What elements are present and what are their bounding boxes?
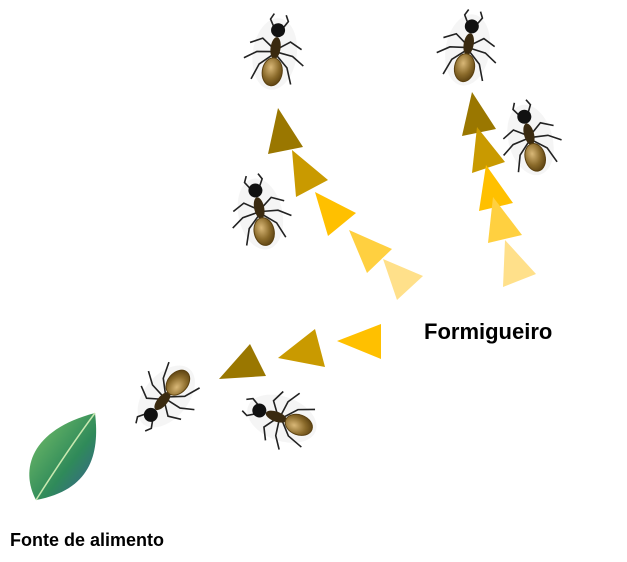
trail-right	[462, 92, 536, 287]
pheromone-triangle-icon	[383, 259, 423, 300]
pheromone-triangle-icon	[462, 92, 496, 136]
ant-icon	[431, 4, 505, 92]
nest-label: Formigueiro	[424, 319, 553, 344]
pheromone-triangle-icon	[268, 108, 303, 154]
food-source-label: Fonte de alimento	[10, 530, 165, 550]
pheromone-triangle-icon	[472, 127, 505, 173]
pheromone-triangle-icon	[278, 329, 325, 367]
pheromone-triangle-icon	[219, 344, 266, 379]
pheromone-triangle-icon	[292, 150, 328, 197]
leaf-icon	[29, 412, 97, 501]
ant-icon	[239, 9, 311, 95]
pheromone-triangle-icon	[337, 324, 381, 359]
pheromone-triangle-icon	[488, 197, 522, 243]
trail-upper-left	[268, 108, 423, 300]
ant-icon	[490, 92, 570, 184]
pheromone-triangle-icon	[315, 192, 356, 236]
ant-icon	[116, 348, 214, 448]
pheromone-triangle-icon	[479, 165, 513, 211]
pheromone-triangle-icon	[503, 240, 536, 287]
ant-icon	[221, 167, 299, 257]
pheromone-triangle-icon	[349, 230, 392, 273]
trail-lower	[219, 324, 381, 379]
ant-icon	[233, 376, 327, 460]
